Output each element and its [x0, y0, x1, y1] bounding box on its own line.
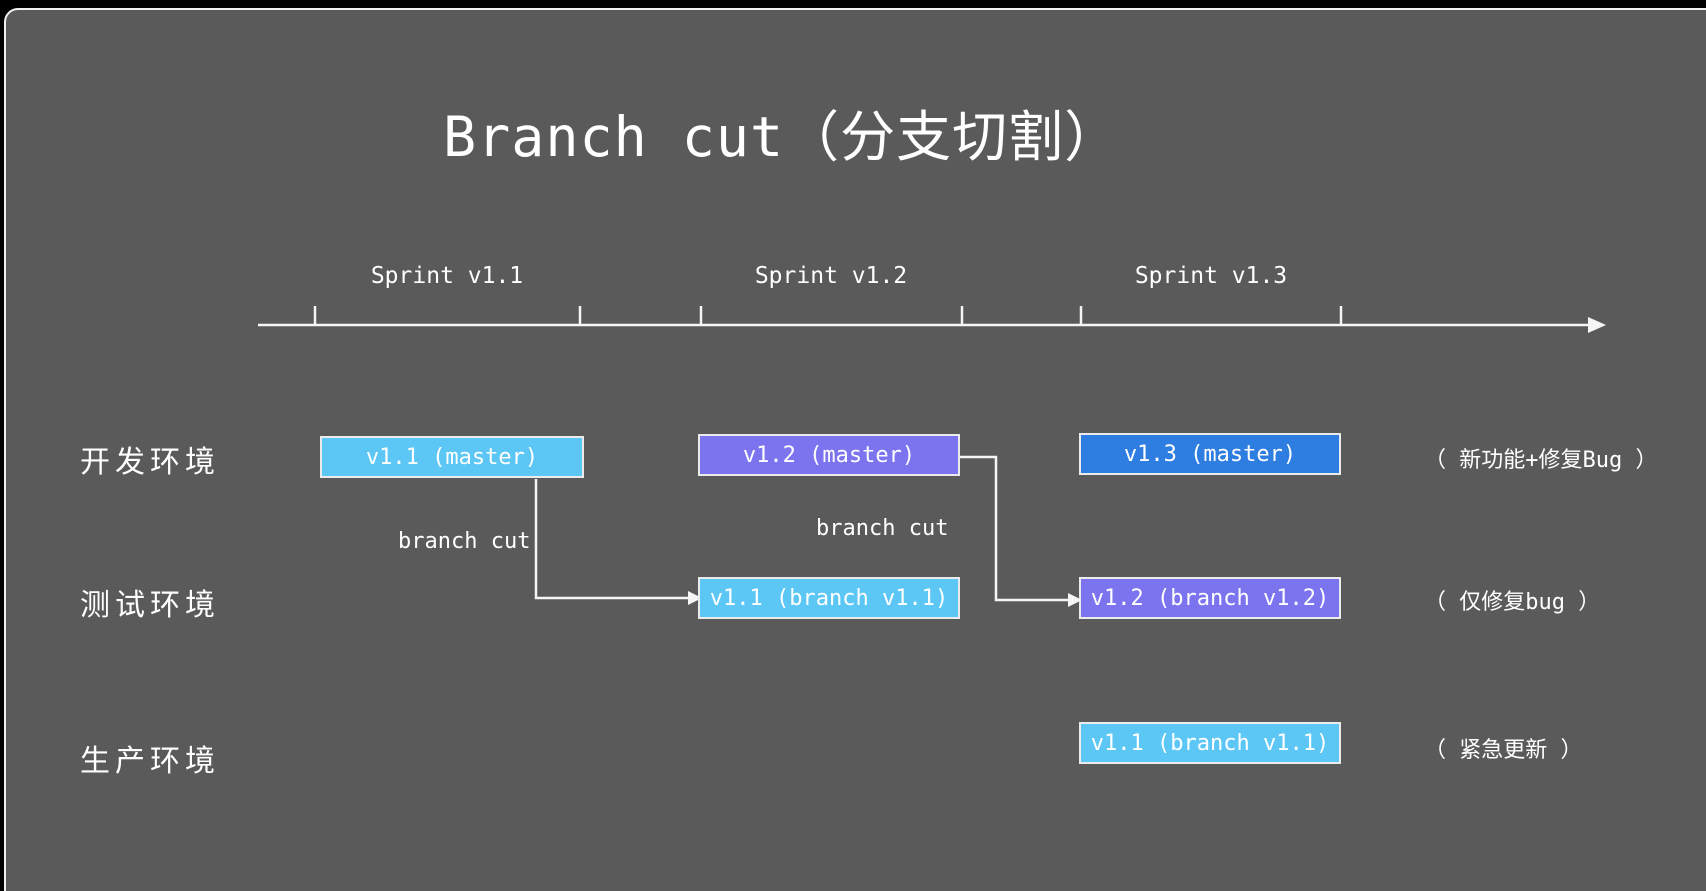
env-note-prod: （ 紧急更新 ） — [1424, 738, 1583, 763]
env-label-test: 测试环境 — [80, 588, 220, 623]
connector-1-arrowhead-icon — [688, 591, 702, 605]
sprint-label-v1-1: Sprint v1.1 — [370, 263, 524, 289]
version-box-v1-1-branch: v1.1 (branch v1.1) — [698, 577, 960, 619]
sprint-label-v1-2: Sprint v1.2 — [754, 263, 908, 289]
version-box-v1-2-master: v1.2 (master) — [698, 434, 960, 476]
version-box-v1-1-master: v1.1 (master) — [320, 436, 584, 478]
timeline-arrowhead-icon — [1588, 317, 1606, 333]
env-label-prod: 生产环境 — [80, 744, 220, 779]
branch-cut-label-2: branch cut — [816, 516, 949, 541]
env-note-dev: （ 新功能+修复Bug ） — [1424, 448, 1658, 473]
branch-cut-label-1: branch cut — [398, 529, 531, 554]
env-label-dev: 开发环境 — [80, 445, 220, 480]
env-note-test: （ 仅修复bug ） — [1424, 590, 1601, 615]
page-title: Branch cut（分支切割） — [443, 105, 1121, 169]
sprint-label-v1-3: Sprint v1.3 — [1134, 263, 1288, 289]
branch-cut-connector-1 — [534, 479, 690, 600]
version-box-v1-2-branch: v1.2 (branch v1.2) — [1079, 577, 1341, 619]
version-box-v1-3-master: v1.3 (master) — [1079, 433, 1341, 475]
connector-2-arrowhead-icon — [1068, 593, 1082, 607]
version-box-v1-1-branch-prod: v1.1 (branch v1.1) — [1079, 722, 1341, 764]
branch-cut-connector-2 — [960, 455, 1070, 602]
